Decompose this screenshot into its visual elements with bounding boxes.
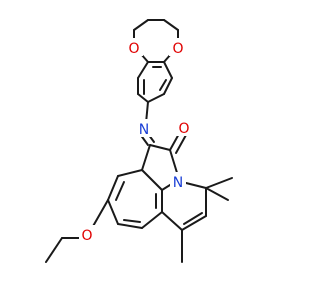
ring-nitrogen-label: N [173,175,183,191]
bond [133,19,149,31]
bond [117,223,143,229]
bond [149,144,171,151]
bond [141,144,151,171]
bond [141,169,163,191]
bond [205,177,233,189]
bond [91,199,109,229]
bond [163,77,173,95]
bond [159,79,167,91]
bond [117,169,143,177]
bond [123,219,141,223]
ethoxy-oxygen-label: O [81,228,92,244]
bond [137,61,149,79]
bond [107,175,119,201]
bond [183,212,203,225]
bond [163,19,179,31]
molecule-diagram: O O N O N O [45,19,233,263]
bond [205,187,229,201]
atom-labels: O O N O N O [79,38,192,244]
bond [163,61,173,79]
bond [161,211,183,231]
bond [185,182,207,189]
bond [181,215,207,231]
bond [107,199,119,225]
imine-nitrogen-label: N [139,122,149,138]
bond [169,149,179,177]
bond [175,134,187,154]
dioxane-oxygen-right-label: O [172,41,183,57]
bond [141,211,163,229]
bond [115,181,125,201]
bonds [45,19,233,263]
bond [45,237,63,263]
dioxane-oxygen-left-label: O [128,41,139,57]
bond [147,93,165,103]
bond [137,93,149,103]
structure-canvas: O O N O N O [45,19,233,263]
carbonyl-oxygen-label: O [178,121,189,137]
